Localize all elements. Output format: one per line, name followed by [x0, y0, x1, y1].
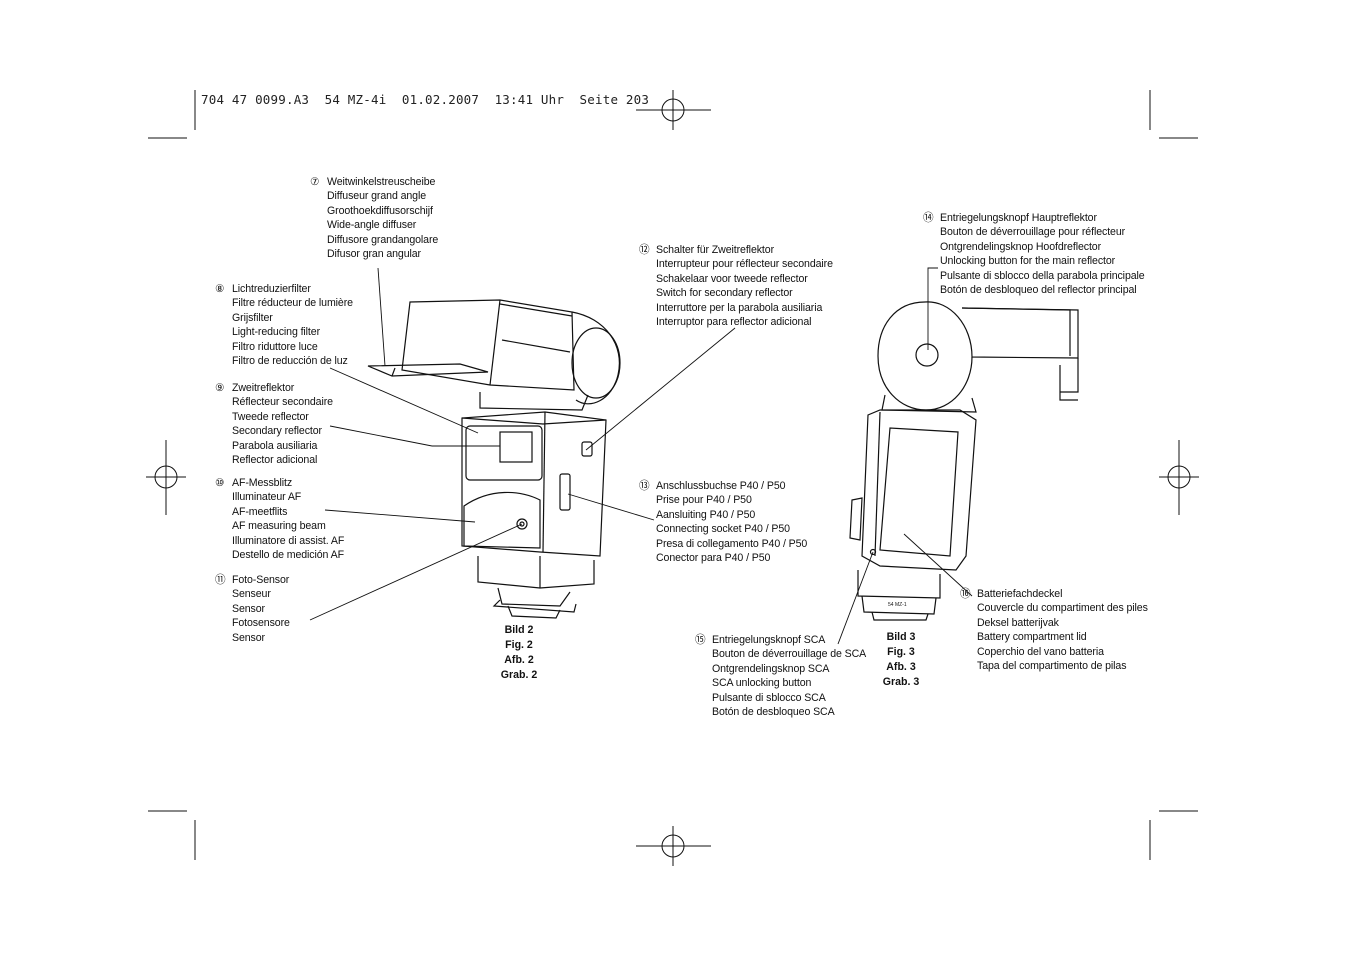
caption-figure-2: Bild 2 Fig. 2 Afb. 2 Grab. 2 [500, 624, 538, 681]
model-label-small: 54 MZ-1 [888, 602, 907, 608]
flash-unit-side-view [849, 301, 1079, 621]
crop-marks [148, 90, 1198, 860]
registration-mark-bottom [636, 826, 711, 866]
label-connecting-socket: ⑬ Anschlussbuchse P40 / P50 Prise pour P… [639, 480, 808, 565]
label-number: ⑩ [215, 477, 225, 489]
label-photo-sensor: ⑪ Foto-Sensor Senseur Sensor Fotosensore… [215, 574, 290, 644]
label-number: ⑮ [695, 634, 706, 646]
caption-figure-3: Bild 3 Fig. 3 Afb. 3 Grab. 3 [882, 631, 920, 688]
label-number: ⑬ [639, 480, 650, 492]
label-number: ⑭ [923, 212, 934, 224]
leader-lines [309, 267, 973, 645]
label-secondary-reflector: ⑨ Zweitreflektor Réflecteur secondaire T… [215, 382, 333, 467]
label-number: ⑯ [960, 588, 971, 600]
label-number: ⑪ [215, 574, 226, 586]
label-battery-lid: ⑯ Batteriefachdeckel Couvercle du compar… [960, 588, 1148, 673]
print-header: 704 47 0099.A3 54 MZ-4i 01.02.2007 13:41… [201, 92, 650, 107]
label-number: ⑦ [310, 176, 320, 188]
label-sca-unlock: ⑮ Entriegelungsknopf SCA Bouton de déver… [695, 634, 867, 719]
label-main-reflector-unlock: ⑭ Entriegelungsknopf Hauptreflektor Bout… [923, 212, 1145, 297]
registration-mark-right [1159, 440, 1199, 515]
label-wide-angle-diffuser: ⑦ Weitwinkelstreuscheibe Diffuseur grand… [310, 176, 439, 261]
label-number: ⑧ [215, 283, 225, 295]
registration-mark-left [146, 440, 186, 515]
label-number: ⑫ [639, 244, 650, 256]
label-secondary-reflector-switch: ⑫ Schalter für Zweitreflektor Interrupte… [639, 244, 833, 329]
registration-mark-top [636, 90, 711, 130]
label-light-reducing-filter: ⑧ Lichtreduzierfilter Filtre réducteur d… [215, 283, 353, 368]
label-number: ⑨ [215, 382, 225, 394]
flash-unit-front-view [367, 299, 621, 619]
label-af-measuring-beam: ⑩ AF-Messblitz Illuminateur AF AF-meetfl… [215, 477, 345, 562]
